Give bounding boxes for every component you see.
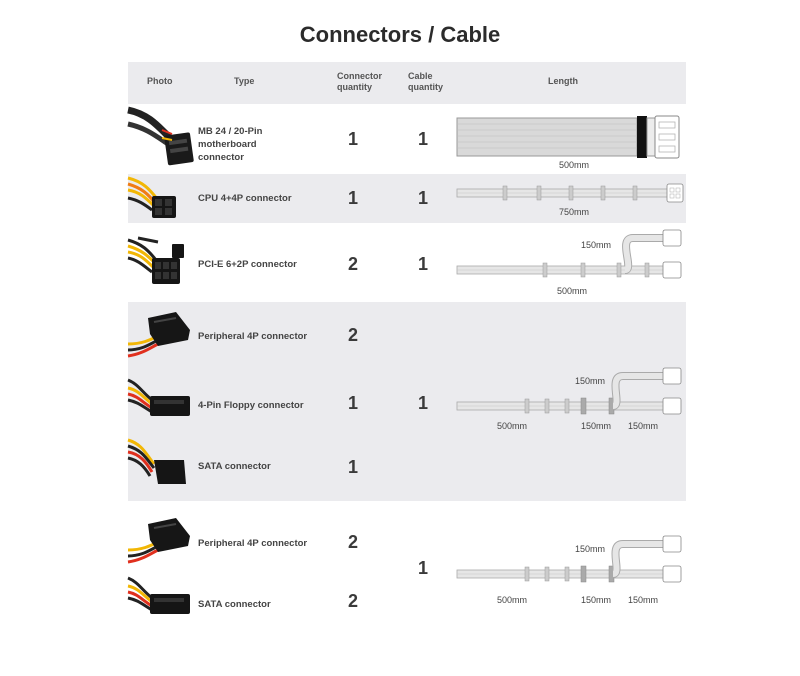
- length-group2-500mm: 500mm: [497, 595, 528, 605]
- mb-24pin-connector-icon: [127, 106, 194, 166]
- type-group1-sata: SATA connector: [198, 461, 271, 472]
- length-pcie-150mm: 150mm: [581, 240, 612, 250]
- row-band-cpu: [128, 174, 686, 223]
- header-type: Type: [234, 76, 255, 86]
- length-cpu-750mm: 750mm: [559, 207, 590, 217]
- length-group1-500mm: 500mm: [497, 421, 528, 431]
- length-group2-150mm-b: 150mm: [628, 595, 659, 605]
- length-pcie-500mm: 500mm: [557, 286, 588, 296]
- connector-qty-pcie: 2: [347, 254, 358, 274]
- cable-qty-mb: 1: [417, 129, 428, 149]
- length-group2-150mm-a: 150mm: [581, 595, 612, 605]
- type-group2-sata: SATA connector: [198, 599, 271, 610]
- connector-qty-group1-sata: 1: [347, 457, 358, 477]
- length-mb-500mm: 500mm: [559, 160, 590, 170]
- header-photo: Photo: [147, 76, 173, 86]
- type-group1-peripheral-4p: Peripheral 4P connector: [198, 331, 308, 342]
- group1-cable-diagram: [456, 367, 682, 415]
- header-cable-quantity-line1: Cable: [408, 71, 433, 81]
- length-group1-150mm-b: 150mm: [628, 421, 659, 431]
- type-pcie-6-2p: PCI-E 6+2P connector: [198, 259, 297, 270]
- peripheral-4p-connector-icon: [127, 312, 190, 358]
- type-group1-floppy-4pin: 4-Pin Floppy connector: [198, 400, 304, 411]
- mb-cable-diagram: [456, 115, 680, 159]
- floppy-4pin-connector-icon: [127, 378, 190, 416]
- cpu-cable-diagram: [456, 183, 684, 203]
- connector-qty-cpu: 1: [347, 188, 358, 208]
- header-connector-quantity-line2: quantity: [337, 82, 372, 92]
- cable-qty-cpu: 1: [417, 188, 428, 208]
- page-title: Connectors / Cable: [299, 22, 501, 47]
- type-cpu-4-4p: CPU 4+4P connector: [198, 193, 292, 204]
- sata-connector-icon: [127, 576, 190, 614]
- length-group1-branch-150mm: 150mm: [575, 376, 606, 386]
- cable-qty-pcie: 1: [417, 254, 428, 274]
- connector-qty-group1-floppy: 1: [347, 393, 358, 413]
- pcie-6-2p-connector-icon: [127, 236, 184, 284]
- sata-connector-icon: [127, 438, 186, 484]
- connector-qty-group1-peripheral: 2: [347, 325, 358, 345]
- group2-cable-diagram: [456, 535, 682, 583]
- connector-qty-group2-sata: 2: [347, 591, 358, 611]
- header-connector-quantity-line1: Connector: [337, 71, 382, 81]
- row-band-group: [128, 302, 686, 501]
- type-mb-24pin: MB 24 / 20-Pin motherboard connector: [198, 125, 262, 164]
- type-mb-24pin-line2: motherboard: [198, 139, 257, 150]
- header-length: Length: [548, 76, 578, 86]
- type-group2-peripheral-4p: Peripheral 4P connector: [198, 538, 308, 549]
- pcie-cable-diagram: [456, 229, 682, 279]
- table-header: [128, 62, 686, 104]
- length-group2-branch-150mm: 150mm: [575, 544, 606, 554]
- cpu-4-4p-connector-icon: [127, 176, 176, 218]
- peripheral-4p-connector-icon: [127, 518, 190, 564]
- length-group1-150mm-a: 150mm: [581, 421, 612, 431]
- connector-qty-mb: 1: [347, 129, 358, 149]
- header-cable-quantity-line2: quantity: [408, 82, 443, 92]
- cable-qty-group1: 1: [417, 393, 428, 413]
- type-mb-24pin-line1: MB 24 / 20-Pin: [198, 126, 263, 137]
- connector-qty-group2-peripheral: 2: [347, 532, 358, 552]
- cable-qty-group2: 1: [417, 558, 428, 578]
- type-mb-24pin-line3: connector: [198, 152, 244, 163]
